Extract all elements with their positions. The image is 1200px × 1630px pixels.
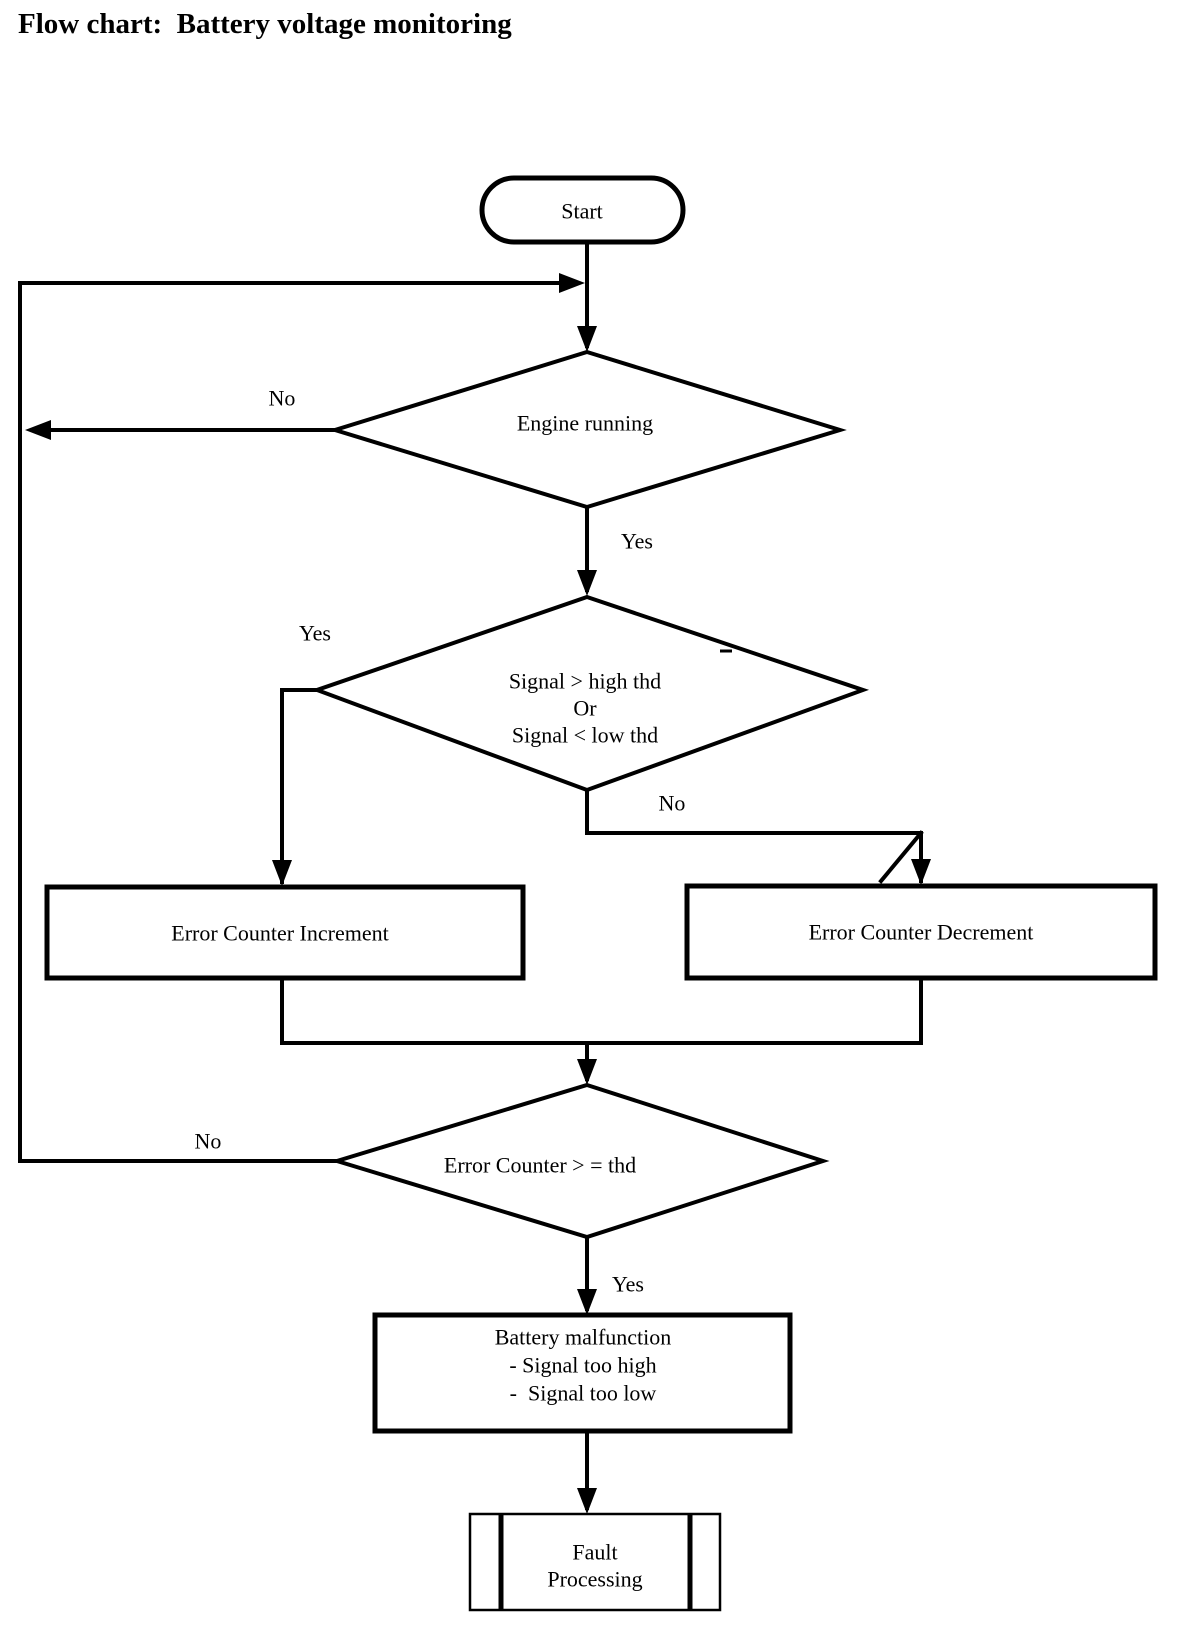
arrowhead-increment-top bbox=[272, 860, 292, 886]
start-label: Start bbox=[561, 199, 603, 224]
battery-malfunction-process bbox=[372, 1312, 793, 1434]
start-node bbox=[479, 175, 686, 245]
arrowhead-signal-top bbox=[577, 570, 597, 596]
battery-label-line-3: - Signal too low bbox=[510, 1381, 657, 1406]
battery-label-line-2: - Signal too high bbox=[509, 1353, 656, 1378]
increment-label: Error Counter Increment bbox=[171, 921, 388, 946]
decrement-label: Error Counter Decrement bbox=[809, 920, 1034, 945]
arrowhead-engine-top bbox=[577, 326, 597, 352]
edge-label-threshold-yes: Yes bbox=[612, 1272, 644, 1297]
signal-label-line-1: Signal > high thd bbox=[509, 669, 661, 694]
edge-label-signal-yes: Yes bbox=[299, 621, 331, 646]
signal-label-line-3: Signal < low thd bbox=[512, 723, 658, 748]
fault-label-line-2: Processing bbox=[547, 1567, 642, 1592]
arrowhead-loop-into-main bbox=[559, 273, 585, 293]
signal-label-line-2: Or bbox=[573, 696, 597, 721]
signal-decision bbox=[311, 594, 870, 793]
arrowhead-threshold-top bbox=[577, 1059, 597, 1085]
threshold-label: Error Counter > = thd bbox=[444, 1153, 636, 1178]
edge-label-signal-no: No bbox=[659, 791, 686, 816]
edge-label-engine-no: No bbox=[269, 386, 296, 411]
edge-label-threshold-no: No bbox=[195, 1129, 222, 1154]
fault-processing-node bbox=[468, 1512, 722, 1612]
arrowhead-engine-no bbox=[25, 420, 51, 440]
arrowhead-decrement-top bbox=[911, 859, 931, 885]
engine-running-label: Engine running bbox=[517, 411, 653, 436]
increment-process bbox=[44, 884, 526, 981]
edge-label-engine-yes: Yes bbox=[621, 529, 653, 554]
arrowhead-battery-top bbox=[577, 1289, 597, 1315]
battery-label-line-1: Battery malfunction bbox=[495, 1325, 672, 1350]
page-title: Flow chart: Battery voltage monitoring bbox=[18, 8, 512, 40]
edge-signal-no-line-v2 bbox=[878, 830, 924, 884]
arrowhead-fault-top bbox=[577, 1488, 597, 1514]
fault-label-line-1: Fault bbox=[572, 1540, 617, 1565]
